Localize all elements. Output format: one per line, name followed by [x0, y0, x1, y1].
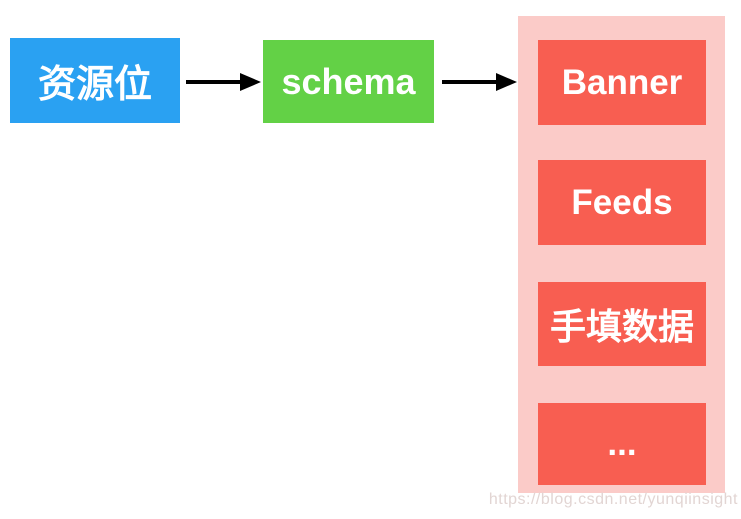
category-item-manual-data: 手填数据 — [538, 282, 706, 366]
resource-types-container: Banner Feeds 手填数据 ... — [518, 16, 725, 493]
arrow-right-icon — [442, 73, 517, 91]
watermark-text: https://blog.csdn.net/yunqiinsight — [488, 491, 738, 508]
category-item-banner: Banner — [538, 40, 706, 125]
category-item-feeds: Feeds — [538, 160, 706, 245]
node-schema: schema — [263, 40, 434, 123]
node-resource-slot: 资源位 — [10, 38, 180, 123]
arrow-right-icon — [186, 73, 261, 91]
category-item-ellipsis: ... — [538, 403, 706, 485]
